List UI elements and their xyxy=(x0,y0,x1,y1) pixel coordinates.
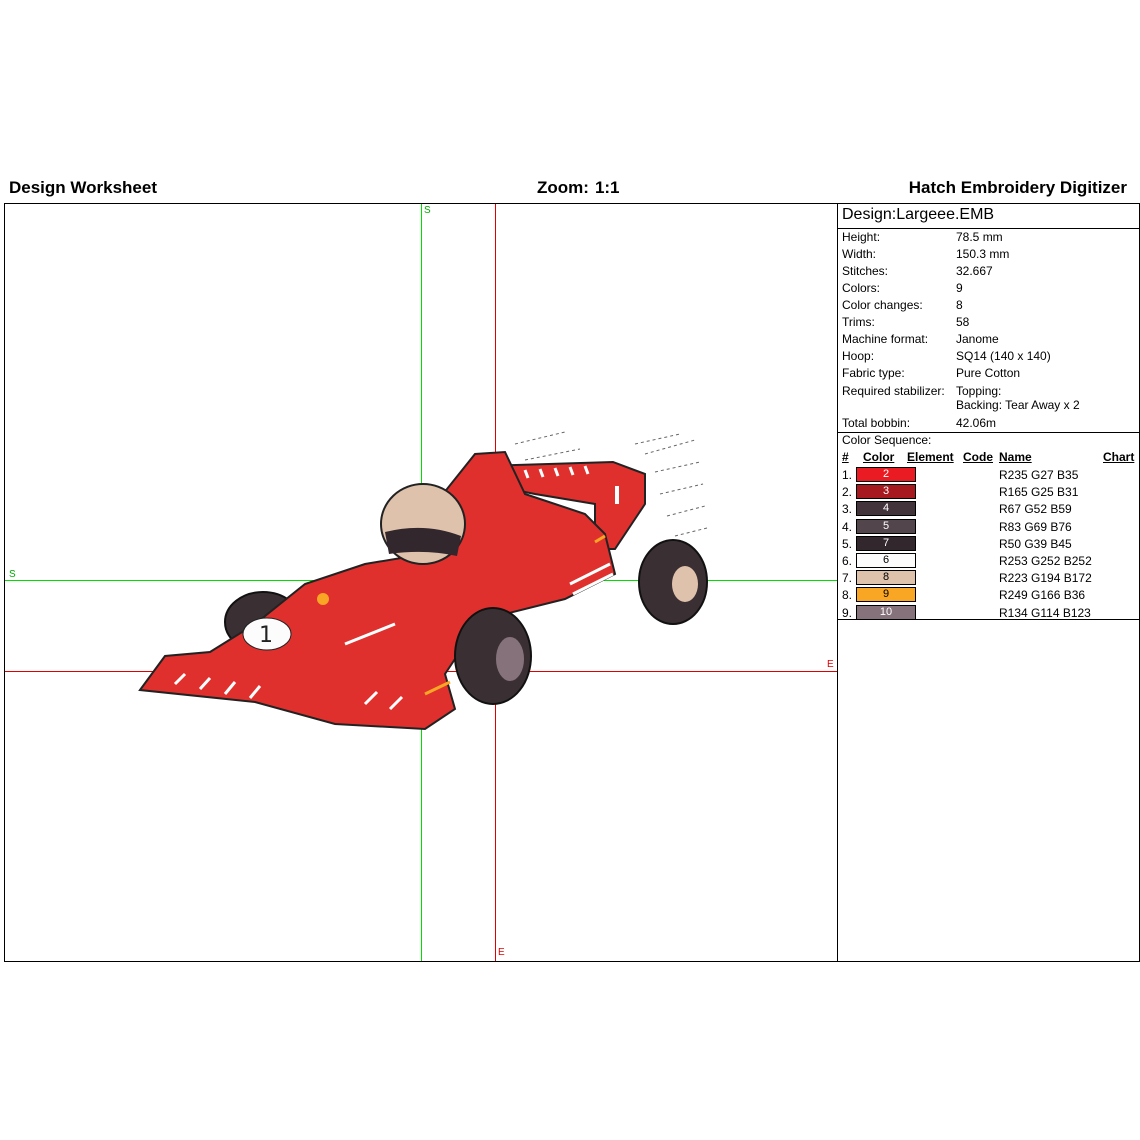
design-name: Design:Largeee.EMB xyxy=(842,206,995,223)
color-sequence-row: 9.10 R134 G114 B123 xyxy=(838,604,1139,621)
color-sequence-title: Color Sequence: xyxy=(842,433,932,447)
col-header-num: # xyxy=(842,450,849,464)
color-sequence-row: 1.2 R235 G27 B35 xyxy=(838,466,1139,483)
info-label: Hoop: xyxy=(842,349,875,363)
info-value: 78.5 mm xyxy=(956,230,1003,244)
info-value: 32.667 xyxy=(956,264,993,278)
svg-text:1: 1 xyxy=(259,623,273,648)
info-value: 42.06m xyxy=(956,416,997,430)
color-sequence-row: 2.3 R165 G25 B31 xyxy=(838,483,1139,500)
row-number: 1. xyxy=(842,468,853,482)
zoom-value: 1:1 xyxy=(594,178,620,197)
color-name: R253 G252 B252 xyxy=(999,554,1092,568)
info-value: 150.3 mm xyxy=(956,247,1010,261)
info-row-stabilizer: Required stabilizer: Topping: Backing: T… xyxy=(842,384,1138,414)
color-sequence-row: 7.8 R223 G194 B172 xyxy=(838,569,1139,586)
color-name: R50 G39 B45 xyxy=(999,536,1072,551)
color-swatch: 3 xyxy=(856,484,916,500)
info-row-total-bobbin: Total bobbin: 42.06m xyxy=(842,416,1138,433)
end-label-bottom: E xyxy=(498,947,505,958)
info-value: 8 xyxy=(956,298,963,312)
col-header-color: Color xyxy=(863,450,895,464)
info-label: Total bobbin: xyxy=(842,416,911,430)
row-number: 6. xyxy=(842,554,853,568)
info-label: Width: xyxy=(842,247,877,261)
info-row-trims: Trims: 58 xyxy=(842,315,1138,332)
color-sequence-row: 6.6 R253 G252 B252 xyxy=(838,552,1139,569)
color-name: R249 G166 B36 xyxy=(999,588,1086,603)
col-header-element: Element xyxy=(907,450,954,464)
color-name: R134 G114 B123 xyxy=(999,605,1091,620)
color-swatch: 5 xyxy=(856,518,916,534)
end-label-right: E xyxy=(827,659,834,670)
info-label: Colors: xyxy=(842,281,881,295)
color-name: R67 G52 B59 xyxy=(999,502,1072,517)
info-row-machine-format: Machine format: Janome xyxy=(842,332,1138,349)
info-label: Required stabilizer: xyxy=(842,384,945,398)
info-row-colors: Colors: 9 xyxy=(842,281,1138,298)
color-sequence-row: 5.7 R50 G39 B45 xyxy=(838,535,1139,552)
software-name: Hatch Embroidery Digitizer xyxy=(908,178,1127,197)
info-value-secondary: Backing: Tear Away x 2 xyxy=(956,398,1080,412)
color-swatch: 4 xyxy=(856,501,916,517)
color-sequence-row: 8.9 R249 G166 B36 xyxy=(838,586,1139,603)
front-wing-stripes xyxy=(173,672,404,711)
row-number: 7. xyxy=(842,571,853,586)
speed-lines xyxy=(514,431,708,537)
col-header-code: Code xyxy=(963,450,993,464)
info-label: Machine format: xyxy=(842,332,929,346)
info-row-height: Height: 78.5 mm xyxy=(842,230,1138,247)
info-value: 9 xyxy=(956,281,963,295)
color-swatch: 2 xyxy=(856,467,916,482)
side-stripes xyxy=(344,562,616,646)
info-label: Stitches: xyxy=(842,264,889,278)
divider xyxy=(838,228,1139,229)
info-value: Topping: xyxy=(956,384,1002,398)
color-swatch: 7 xyxy=(856,535,916,551)
race-car-design-image: 1 xyxy=(138,431,708,731)
row-number: 3. xyxy=(842,502,853,517)
color-name: R223 G194 B172 xyxy=(999,571,1092,586)
color-swatch: 6 xyxy=(856,553,916,568)
color-name: R165 G25 B31 xyxy=(999,485,1079,500)
zoom-label: Zoom: xyxy=(537,178,589,197)
start-label-top: S xyxy=(424,205,431,216)
row-number: 2. xyxy=(842,485,853,500)
design-info-panel: Design:Largeee.EMB Height: 78.5 mm Width… xyxy=(837,203,1140,962)
color-swatch: 9 xyxy=(856,587,916,603)
row-number: 5. xyxy=(842,536,853,551)
info-row-fabric-type: Fabric type: Pure Cotton xyxy=(842,366,1138,383)
info-value: 58 xyxy=(956,315,970,329)
car-body-shape xyxy=(138,450,617,731)
info-value: Janome xyxy=(956,332,999,346)
color-sequence-row: 3.4 R67 G52 B59 xyxy=(838,500,1139,517)
color-swatch: 8 xyxy=(856,570,916,586)
color-name: R83 G69 B76 xyxy=(999,519,1072,534)
row-number: 9. xyxy=(842,605,853,620)
info-value: Pure Cotton xyxy=(956,366,1021,380)
col-header-chart: Chart xyxy=(1103,450,1135,464)
start-label-left: S xyxy=(9,569,16,580)
info-label: Color changes: xyxy=(842,298,923,312)
info-row-width: Width: 150.3 mm xyxy=(842,247,1138,264)
divider xyxy=(838,619,1139,620)
row-number: 4. xyxy=(842,519,853,534)
color-sequence-row: 4.5 R83 G69 B76 xyxy=(838,518,1139,535)
worksheet-title: Design Worksheet xyxy=(9,178,158,197)
info-label: Height: xyxy=(842,230,881,244)
info-row-stitches: Stitches: 32.667 xyxy=(842,264,1138,281)
divider xyxy=(838,432,1139,433)
info-label: Fabric type: xyxy=(842,366,905,380)
info-row-color-changes: Color changes: 8 xyxy=(842,298,1138,315)
zoom-indicator: Zoom: 1:1 xyxy=(537,178,620,198)
row-number: 8. xyxy=(842,588,853,603)
color-swatch: 10 xyxy=(856,604,916,620)
design-canvas[interactable]: S S E E 1 xyxy=(4,203,838,962)
color-name: R235 G27 B35 xyxy=(999,468,1079,482)
info-row-hoop: Hoop: SQ14 (140 x 140) xyxy=(842,349,1138,366)
col-header-name: Name xyxy=(999,450,1032,464)
info-value: SQ14 (140 x 140) xyxy=(956,349,1051,363)
info-label: Trims: xyxy=(842,315,875,329)
